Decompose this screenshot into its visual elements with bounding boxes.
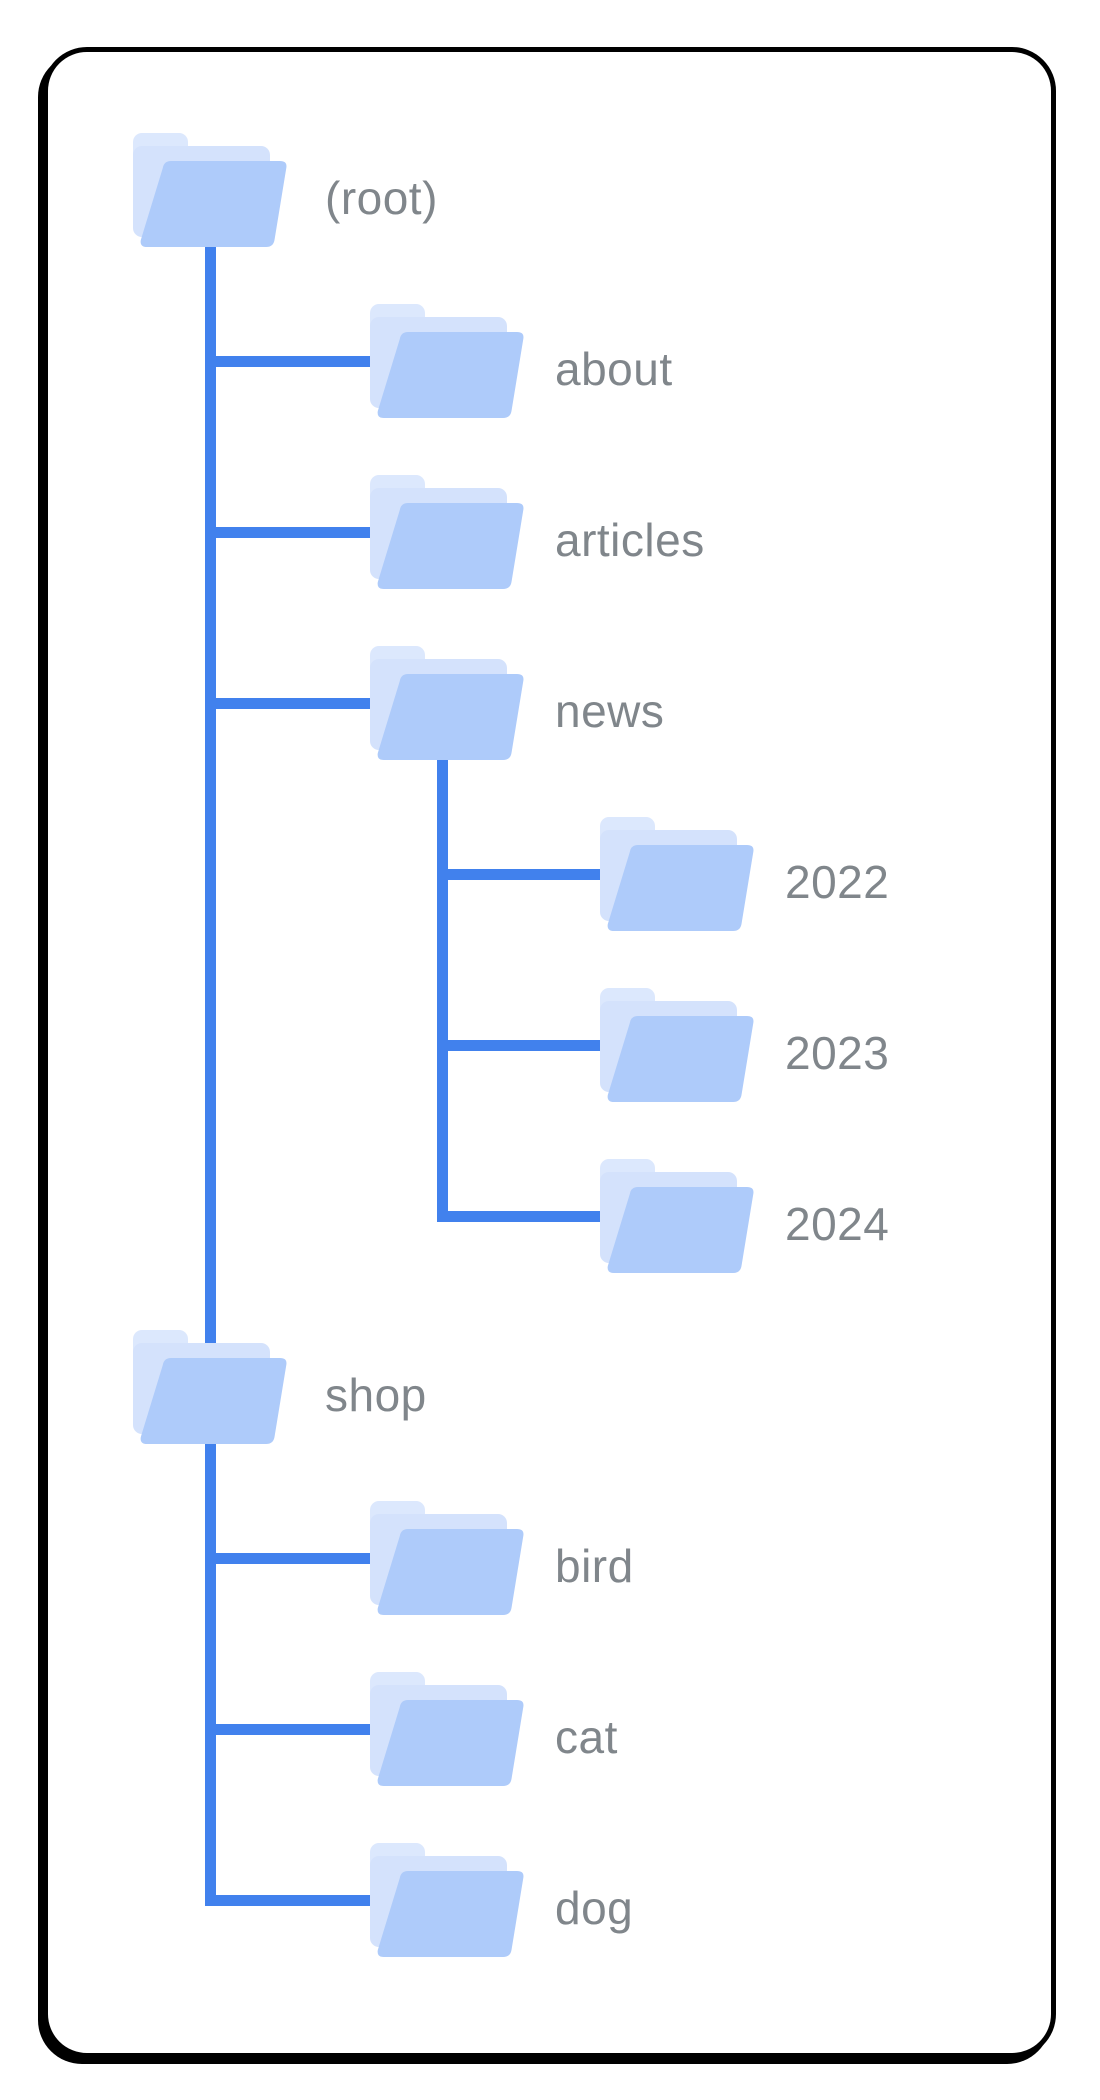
folder-front	[607, 1016, 754, 1102]
folder-label-2022: 2022	[785, 856, 890, 908]
folder-icon-shop	[133, 1330, 288, 1444]
tree-connector-branch	[204, 1552, 382, 1564]
folder-icon-articles	[370, 475, 525, 589]
folder-front	[377, 1700, 524, 1786]
folder-label-2024: 2024	[785, 1198, 890, 1250]
folder-front	[607, 845, 754, 931]
tree-connector-branch	[204, 1894, 382, 1906]
folder-label-bird: bird	[555, 1540, 634, 1592]
folder-front	[377, 674, 524, 760]
tree-connector-branch	[204, 526, 382, 538]
folder-front	[140, 161, 287, 247]
folder-icon-2024	[600, 1159, 755, 1273]
folder-label-cat: cat	[555, 1711, 618, 1763]
folder-icon-news	[370, 646, 525, 760]
tree-connector-branch	[436, 868, 612, 880]
folder-icon-about	[370, 304, 525, 418]
folder-icon-2023	[600, 988, 755, 1102]
folder-front	[377, 332, 524, 418]
folder-front	[377, 1529, 524, 1615]
folder-icon-cat	[370, 1672, 525, 1786]
folder-icon-root	[133, 133, 288, 247]
tree-connector-branch	[436, 1039, 612, 1051]
folder-front	[140, 1358, 287, 1444]
folder-icon-bird	[370, 1501, 525, 1615]
folder-front	[607, 1187, 754, 1273]
tree-connector-trunk	[436, 752, 448, 1222]
folder-label-2023: 2023	[785, 1027, 890, 1079]
folder-label-about: about	[555, 343, 673, 395]
folder-icon-2022	[600, 817, 755, 931]
folder-label-news: news	[555, 685, 665, 737]
tree-connector-branch	[436, 1210, 612, 1222]
folder-label-shop: shop	[325, 1369, 427, 1421]
tree-connector-branch	[204, 697, 382, 709]
folder-icon-dog	[370, 1843, 525, 1957]
tree-connector-branch	[204, 1723, 382, 1735]
folder-label-dog: dog	[555, 1882, 634, 1934]
folder-label-articles: articles	[555, 514, 705, 566]
tree-connector-trunk	[204, 239, 216, 1906]
folder-label-root: (root)	[325, 172, 438, 224]
folder-front	[377, 1871, 524, 1957]
tree-connector-branch	[204, 355, 382, 367]
diagram-card: (root) about articles news 2022 2023 2024 shop b…	[43, 47, 1056, 2058]
folder-front	[377, 503, 524, 589]
